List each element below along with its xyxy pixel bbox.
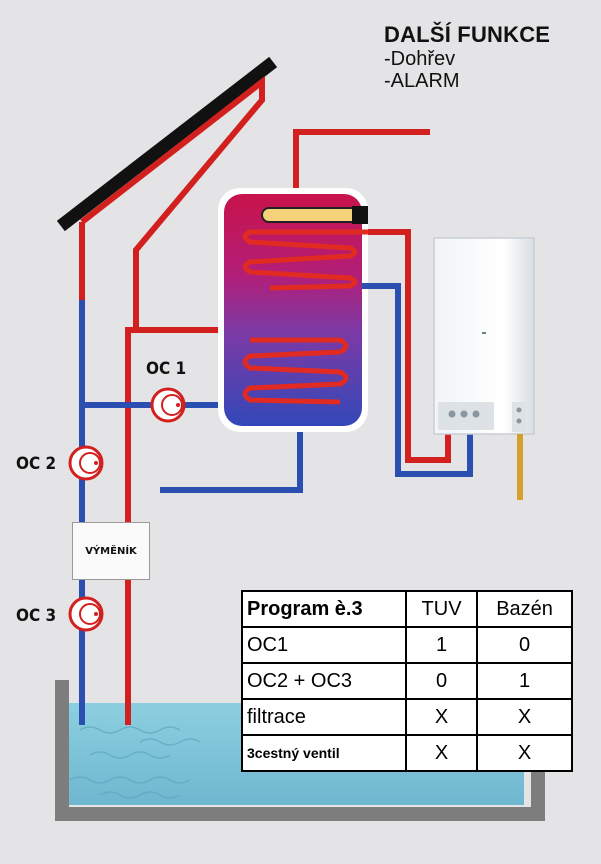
- hot-water-tank: [218, 188, 370, 432]
- row-value-tuv: X: [404, 698, 479, 736]
- pump-oc3: [68, 596, 104, 632]
- boiler-pipes: [362, 229, 473, 477]
- table-row: OC1 1 0: [241, 626, 573, 664]
- row-label: filtrace: [241, 698, 407, 736]
- row-value-tuv: 1: [404, 626, 479, 664]
- table-row: 3cestný ventil X X: [241, 734, 573, 772]
- program-table-header: Program è.3 TUV Bazén: [241, 590, 573, 628]
- row-label: 3cestný ventil: [241, 734, 407, 772]
- pump-label-oc3: OC 3: [16, 606, 57, 626]
- row-value-pool: X: [476, 698, 573, 736]
- row-label: OC1: [241, 626, 407, 664]
- other-functions-title: DALŠÍ FUNKCE: [384, 22, 551, 47]
- table-row: OC2 + OC3 0 1: [241, 662, 573, 700]
- function-item-alarm: -ALARM: [384, 70, 460, 92]
- other-functions: DALŠÍ FUNKCE -Dohřev -ALARM: [384, 22, 550, 92]
- row-value-tuv: X: [404, 734, 479, 772]
- program-table: Program è.3 TUV Bazén OC1 1 0 OC2 + OC3 …: [241, 590, 573, 772]
- row-value-pool: 0: [476, 626, 573, 664]
- row-value-pool: 1: [476, 662, 573, 700]
- header-program: Program è.3: [241, 590, 407, 628]
- heat-exchanger-label: VÝMĚNÍK: [85, 545, 137, 557]
- row-label: OC2 + OC3: [241, 662, 407, 700]
- pump-label-oc1: OC 1: [146, 359, 187, 379]
- pump-oc2: [68, 445, 104, 481]
- water-waves: [69, 726, 201, 799]
- solar-collector: [56, 56, 278, 268]
- lower-coil: [242, 337, 349, 405]
- heat-exchanger: VÝMĚNÍK: [72, 522, 150, 580]
- hot-water-outlet-pipe: [293, 129, 430, 190]
- header-tuv: TUV: [404, 590, 479, 628]
- pump-label-oc2: OC 2: [16, 454, 57, 474]
- row-value-pool: X: [476, 734, 573, 772]
- row-value-tuv: 0: [404, 662, 479, 700]
- gas-boiler: [433, 237, 535, 500]
- electric-heater: [261, 207, 363, 223]
- function-item-reheat: -Dohřev: [384, 48, 456, 70]
- header-pool: Bazén: [476, 590, 573, 628]
- upper-coil: [242, 229, 370, 291]
- table-row: filtrace X X: [241, 698, 573, 736]
- pump-oc1: [150, 387, 186, 423]
